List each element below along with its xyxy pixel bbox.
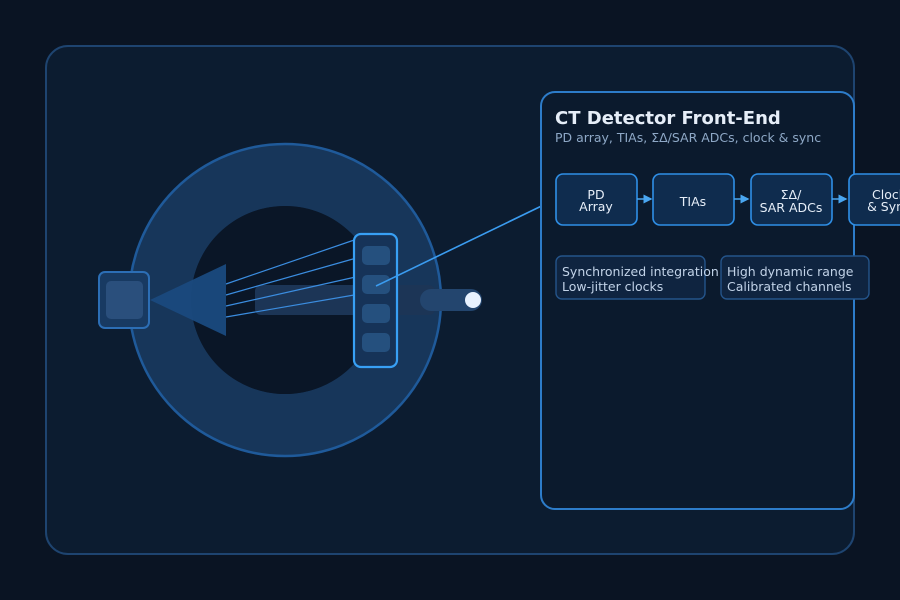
feature-text: High dynamic range <box>727 264 854 279</box>
xray-tube-window <box>106 281 143 319</box>
detector-connector-line <box>375 198 557 287</box>
feature-text: Synchronized integration <box>562 264 719 279</box>
beam-ray <box>225 256 361 296</box>
feature-text: Low-jitter clocks <box>562 279 663 294</box>
detector-element <box>362 275 390 294</box>
detector-element <box>362 246 390 265</box>
pipeline-clock-sync: Clock & Sync <box>848 173 900 226</box>
detector-element <box>362 304 390 323</box>
detector-element <box>362 333 390 352</box>
pipeline-label: PD <box>587 187 604 202</box>
beam-ray <box>225 275 361 307</box>
beam-ray <box>225 293 361 318</box>
table-end-marker <box>465 292 481 308</box>
pipeline-adcs: ΣΔ/ SAR ADCs <box>750 173 833 226</box>
pipeline-label: SAR ADCs <box>760 200 823 215</box>
pipeline-label: Array <box>579 199 613 214</box>
xray-beam-cone <box>150 264 226 336</box>
pipeline-label: & Sync <box>867 199 900 214</box>
panel-title: CT Detector Front-End <box>555 108 781 129</box>
pipeline-label: Clock <box>872 187 900 202</box>
front-end-panel <box>540 91 855 510</box>
pipeline-tias: TIAs <box>652 173 735 226</box>
beam-ray <box>225 237 361 285</box>
pipeline-pd-array: PD Array <box>555 173 638 226</box>
patient-table <box>255 285 435 315</box>
panel-subtitle: PD array, TIAs, ΣΔ/SAR ADCs, clock & syn… <box>555 130 821 145</box>
feature-text: Calibrated channels <box>727 279 852 294</box>
pipeline-label: ΣΔ/ <box>781 187 802 202</box>
feature-card-dynamic-range: High dynamic range Calibrated channels <box>720 255 870 300</box>
pipeline-label: TIAs <box>679 194 706 209</box>
feature-card-integration: Synchronized integration Low-jitter cloc… <box>555 255 719 300</box>
table-extension <box>420 289 482 311</box>
